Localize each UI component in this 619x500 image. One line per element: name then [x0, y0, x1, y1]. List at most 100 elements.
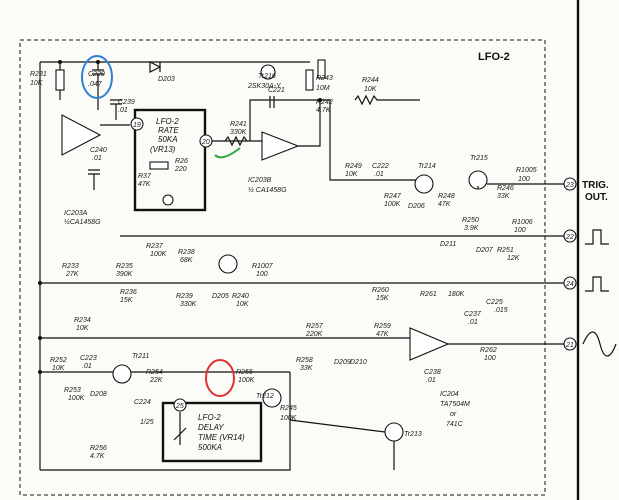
r236-label: R236 [120, 289, 137, 296]
r250-value: 3.9K [464, 225, 479, 232]
transistor-tr214 [414, 174, 434, 194]
c237-value: .01 [468, 319, 478, 326]
c221-label: C221 [268, 87, 285, 94]
rate-pin-out-label: 20 [201, 139, 210, 146]
r247-label: R247 [384, 193, 402, 200]
trig-out-pin[interactable] [563, 177, 577, 191]
r249-value: 10K [345, 171, 358, 178]
c239-label: C239 [118, 99, 135, 106]
ic203a-part: ½CA1458G [64, 218, 101, 226]
resistor-r26 [149, 161, 169, 170]
r233-value: 27K [65, 271, 79, 278]
r256-value: 4.7K [90, 453, 105, 460]
capacitor-c221 [269, 96, 275, 108]
r237-label: R237 [146, 243, 164, 250]
r245-label: R245 [280, 405, 297, 412]
diode-d203 [149, 61, 162, 73]
r235-value: 390K [116, 271, 133, 278]
tr212-label: Tr212 [256, 393, 274, 400]
square1-pin-label: 22 [565, 234, 574, 241]
d209-label: D209 [334, 359, 351, 366]
r248-label: R248 [438, 193, 455, 200]
c222-label: C222 [372, 163, 389, 170]
c223-label: C223 [80, 355, 97, 362]
r261-label: R261 [420, 291, 437, 298]
ic204-or: or [450, 411, 457, 418]
r1006-value: 100 [514, 227, 526, 234]
resistor-r231 [55, 69, 65, 91]
r37-label: R37 [138, 173, 152, 180]
r236-value: 15K [120, 297, 133, 304]
c224-label: C224 [134, 399, 151, 406]
lfo2-delay-box [161, 401, 263, 463]
r239-value: 330K [180, 301, 197, 308]
transistor-tr211 [112, 364, 132, 384]
green-annotation-check [214, 147, 241, 159]
r259-value: 47K [376, 331, 389, 338]
r243-label: R243 [316, 75, 333, 82]
ic204-label: IC204 [440, 391, 459, 398]
capacitor-c220 [92, 62, 104, 110]
r238-label: R238 [178, 249, 195, 256]
r1007-label: R1007 [252, 263, 274, 270]
r260-label: R260 [372, 287, 389, 294]
r1005-value: 100 [518, 176, 530, 183]
module-title: LFO-2 [478, 51, 510, 63]
r251-label: R251 [497, 247, 514, 254]
r250-label: R250 [462, 217, 479, 224]
transistor-tr216 [260, 64, 276, 80]
r235-label: R235 [116, 263, 133, 270]
r37-value: 47K [138, 181, 151, 188]
c240-value: .01 [92, 155, 102, 162]
r252-label: R252 [50, 357, 67, 364]
c237-label: C237 [464, 311, 482, 318]
sine-wave-icon [582, 331, 617, 357]
r242-value: 4.7K [316, 107, 331, 114]
lfo2-rate-box [133, 108, 207, 212]
capacitor-c240 [88, 169, 100, 190]
rate-line2: RATE [158, 126, 179, 135]
tr215-label: Tr215 [470, 155, 488, 162]
sine-out-pin[interactable] [563, 337, 577, 351]
r239-label: R239 [176, 293, 193, 300]
tr213-label: Tr213 [404, 431, 422, 438]
tr216-part: 2SK30A-Y [247, 83, 282, 90]
r256-label: R256 [90, 445, 107, 452]
r253-label: R253 [64, 387, 81, 394]
rate-line3: 50KA [158, 135, 178, 144]
r258-value: 33K [300, 365, 313, 372]
r234-value: 10K [76, 325, 89, 332]
red-annotation-circle [205, 359, 235, 397]
r234-label: R234 [74, 317, 91, 324]
r261-value: 180K [448, 291, 465, 298]
delay-line3: TIME (VR14) [198, 433, 245, 442]
r247-value: 100K [384, 201, 401, 208]
ic204-part: TA7504M [440, 401, 470, 408]
r240-value: 10K [236, 301, 249, 308]
r257-label: R257 [306, 323, 324, 330]
delay-line4: 500KA [198, 443, 222, 452]
ic204-alt: 741C [446, 421, 464, 428]
rate-line1: LFO-2 [156, 117, 179, 126]
r254-value: 22K [149, 377, 163, 384]
resistor-r242 [305, 69, 314, 91]
square-out-pin-1[interactable] [563, 229, 577, 243]
delay-line1: LFO-2 [198, 413, 221, 422]
rate-led [162, 194, 174, 206]
d207-label: D207 [476, 247, 494, 254]
r241-value: 330K [230, 129, 247, 136]
r244-value: 10K [364, 86, 377, 93]
d210-label: D210 [350, 359, 367, 366]
ic203b-label: IC203B [248, 177, 272, 184]
rate-pin-in-label: 19 [133, 122, 141, 129]
c220-value: .047 [88, 81, 103, 88]
d208-label: D208 [90, 391, 107, 398]
capacitor-c239 [110, 99, 122, 120]
ic203b-part: ½ CA1458G [248, 186, 287, 194]
r254-label: R254 [146, 369, 163, 376]
square-out-pin-2[interactable] [563, 276, 577, 290]
c238-value: .01 [426, 377, 436, 384]
tr214-label: Tr214 [418, 163, 436, 170]
